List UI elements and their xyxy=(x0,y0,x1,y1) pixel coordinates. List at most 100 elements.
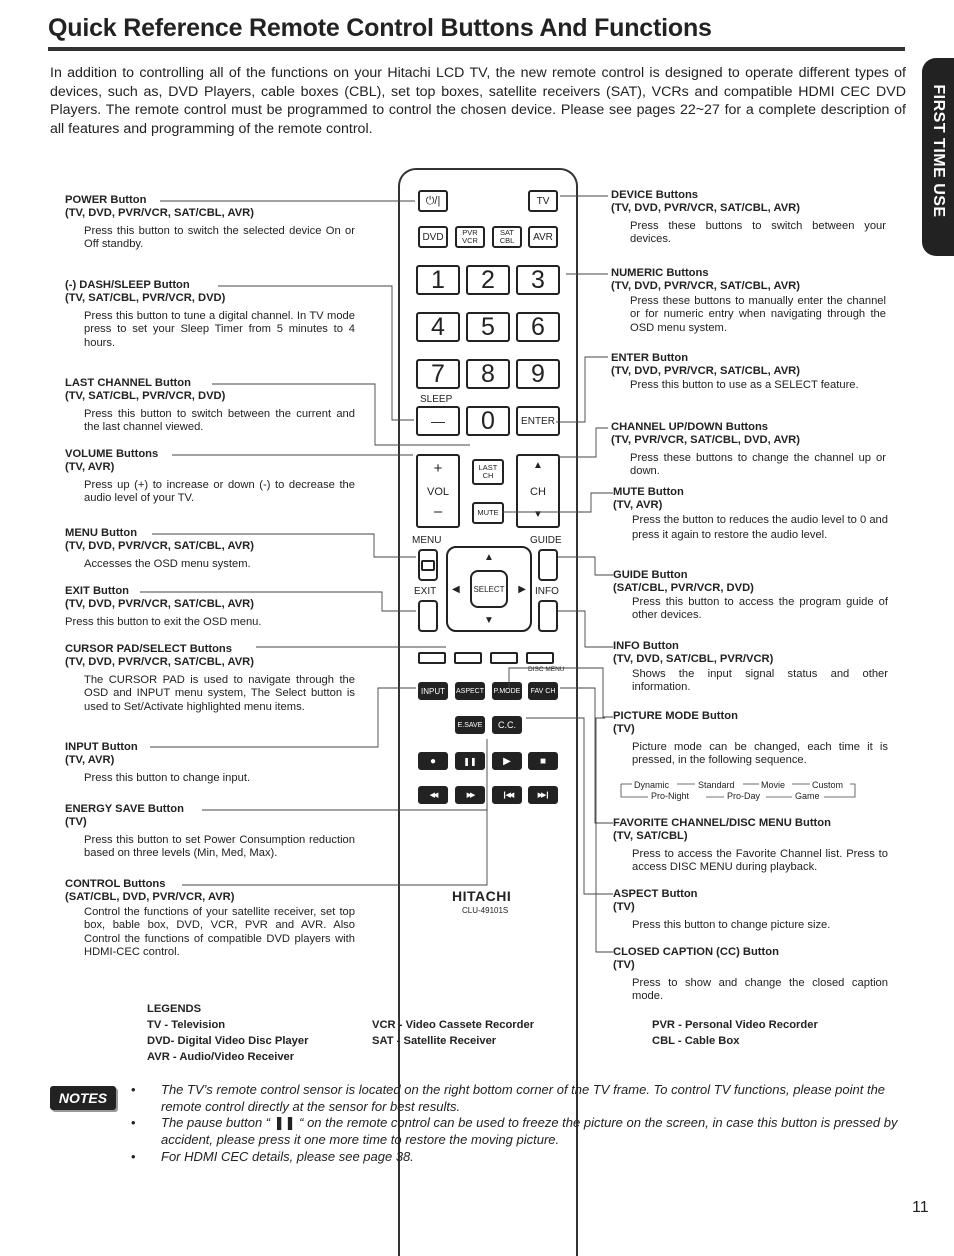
rewind-button[interactable]: ◀◀ xyxy=(418,786,448,804)
last-ch-button[interactable]: LAST CH xyxy=(472,459,504,485)
exit-button[interactable] xyxy=(418,600,438,632)
callout-aspect: ASPECT Button (TV) Press this button to … xyxy=(613,888,831,931)
callout-power: POWER Button (TV, DVD, PVR/VCR, SAT/CBL,… xyxy=(65,194,355,251)
num-6-button[interactable]: 6 xyxy=(516,312,560,342)
bullet-icon: • xyxy=(131,1149,136,1164)
callout-energy-save: ENERGY SAVE Button (TV) Press this butto… xyxy=(65,803,355,860)
channel-down-icon: ▼ xyxy=(533,509,543,520)
callout-info: INFO Button (TV, DVD, SAT/CBL, PVR/VCR) … xyxy=(613,640,888,694)
skip-back-button[interactable]: ❙◀◀ xyxy=(492,786,522,804)
section-tab-label: FIRST TIME USE xyxy=(930,84,947,218)
num-2-button[interactable]: 2 xyxy=(466,265,510,295)
color-button-2[interactable] xyxy=(454,652,482,664)
num-8-button[interactable]: 8 xyxy=(466,359,510,389)
skip-forward-button[interactable]: ▶▶❙ xyxy=(528,786,558,804)
note-item: • The pause button “ ❚❚ “ on the remote … xyxy=(131,1115,898,1147)
disc-menu-label: DISC MENU xyxy=(528,666,565,673)
volume-label: VOL xyxy=(426,486,449,498)
mute-button[interactable]: MUTE xyxy=(472,502,504,524)
channel-rocker[interactable]: ▲ CH ▼ xyxy=(516,454,560,528)
legend-sat: SAT - Satellite Receiver xyxy=(372,1035,497,1047)
num-7-button[interactable]: 7 xyxy=(416,359,460,389)
color-button-1[interactable] xyxy=(418,652,446,664)
dash-sleep-button[interactable]: — xyxy=(416,406,460,436)
info-label: INFO xyxy=(535,586,559,597)
callout-device: DEVICE Buttons (TV, DVD, PVR/VCR, SAT/CB… xyxy=(611,189,886,246)
num-3-button[interactable]: 3 xyxy=(516,265,560,295)
cursor-down-button[interactable]: ▼ xyxy=(484,615,494,626)
fav-ch-button[interactable]: FAV CH xyxy=(528,682,558,700)
record-button[interactable]: ● xyxy=(418,752,448,770)
bullet-icon: • xyxy=(131,1082,136,1097)
pvr-vcr-button[interactable]: PVR VCR xyxy=(455,226,485,248)
info-button[interactable] xyxy=(538,600,558,632)
model-number: CLU-49101S xyxy=(462,906,509,915)
tv-button[interactable]: TV xyxy=(528,190,558,212)
notes-badge: NOTES xyxy=(50,1086,116,1110)
aspect-button[interactable]: ASPECT xyxy=(455,682,485,700)
callout-picture-mode: PICTURE MODE Button (TV) Picture mode ca… xyxy=(613,710,888,767)
guide-label: GUIDE xyxy=(530,535,562,546)
sleep-label: SLEEP xyxy=(420,394,453,405)
callout-closed-caption: CLOSED CAPTION (CC) Button (TV) Press to… xyxy=(613,946,888,1003)
dvd-button[interactable]: DVD xyxy=(418,226,448,248)
page-number: 11 xyxy=(912,1199,929,1216)
callout-dash-sleep: (-) DASH/SLEEP Button (TV, SAT/CBL, PVR/… xyxy=(65,279,355,349)
stop-button[interactable]: ■ xyxy=(528,752,558,770)
page-title: Quick Reference Remote Control Buttons A… xyxy=(48,14,712,42)
fast-forward-button[interactable]: ▶▶ xyxy=(455,786,485,804)
num-4-button[interactable]: 4 xyxy=(416,312,460,342)
enter-button[interactable]: ENTER xyxy=(516,406,560,436)
cursor-left-button[interactable]: ◀ xyxy=(452,583,460,595)
cursor-right-button[interactable]: ▶ xyxy=(518,583,526,595)
cursor-up-button[interactable]: ▲ xyxy=(484,552,494,563)
pause-button[interactable]: ❚❚ xyxy=(455,752,485,770)
picture-mode-button[interactable]: P.MODE xyxy=(492,682,522,700)
callout-enter: ENTER Button (TV, DVD, PVR/VCR, SAT/CBL,… xyxy=(611,352,859,391)
select-button[interactable]: SELECT xyxy=(470,570,508,608)
intro-paragraph: In addition to controlling all of the fu… xyxy=(50,65,906,137)
callout-exit: EXIT Button (TV, DVD, PVR/VCR, SAT/CBL, … xyxy=(65,585,262,628)
color-button-3[interactable] xyxy=(490,652,518,664)
power-button[interactable]: ⏻/| xyxy=(418,190,448,212)
callout-cursor-pad: CURSOR PAD/SELECT Buttons (TV, DVD, PVR/… xyxy=(65,643,355,713)
legend-dvd: DVD- Digital Video Disc Player xyxy=(147,1035,309,1047)
callout-mute: MUTE Button (TV, AVR) Press the button t… xyxy=(613,486,888,541)
exit-label: EXIT xyxy=(414,586,437,597)
num-9-button[interactable]: 9 xyxy=(516,359,560,389)
guide-button[interactable] xyxy=(538,549,558,581)
seq-movie: Movie xyxy=(761,780,786,790)
sat-cbl-button[interactable]: SAT CBL xyxy=(492,226,522,248)
callout-control: CONTROL Buttons (SAT/CBL, DVD, PVR/VCR, … xyxy=(65,878,355,959)
callout-last-channel: LAST CHANNEL Button (TV, SAT/CBL, PVR/VC… xyxy=(65,377,355,434)
channel-up-icon: ▲ xyxy=(533,460,543,471)
volume-rocker[interactable]: + VOL – xyxy=(416,454,460,528)
seq-standard: Standard xyxy=(698,780,735,790)
color-button-4[interactable] xyxy=(526,652,554,664)
title-rule xyxy=(48,47,905,51)
power-icon: ⏻/| xyxy=(425,194,441,207)
legend-tv: TV - Television xyxy=(147,1019,226,1031)
input-button[interactable]: INPUT xyxy=(418,682,448,700)
legend-vcr: VCR - Video Cassete Recorder xyxy=(372,1019,535,1031)
callout-numeric: NUMERIC Buttons (TV, DVD, PVR/VCR, SAT/C… xyxy=(611,267,886,334)
avr-button[interactable]: AVR xyxy=(528,226,558,248)
note-item: • The TV’s remote control sensor is loca… xyxy=(131,1082,886,1114)
menu-button[interactable] xyxy=(418,549,438,581)
seq-pro-night: Pro-Night xyxy=(651,791,690,801)
cc-button[interactable]: C.C. xyxy=(492,716,522,734)
menu-label: MENU xyxy=(412,535,442,546)
legends-heading: LEGENDS xyxy=(147,1003,202,1015)
remote-control: ⏻/| TV DVD PVR VCR SAT CBL AVR 1 2 3 4 5… xyxy=(398,168,578,1256)
num-5-button[interactable]: 5 xyxy=(466,312,510,342)
callout-menu: MENU Button (TV, DVD, PVR/VCR, SAT/CBL, … xyxy=(65,527,254,570)
legend-cbl: CBL - Cable Box xyxy=(652,1035,740,1047)
callout-volume: VOLUME Buttons (TV, AVR) Press up (+) to… xyxy=(65,448,355,505)
volume-up-icon: + xyxy=(433,460,443,477)
energy-save-button[interactable]: E.SAVE xyxy=(455,716,485,734)
num-0-button[interactable]: 0 xyxy=(466,406,510,436)
legend-avr: AVR - Audio/Video Receiver xyxy=(147,1051,295,1063)
bullet-icon: • xyxy=(131,1115,136,1130)
play-button[interactable]: ▶ xyxy=(492,752,522,770)
num-1-button[interactable]: 1 xyxy=(416,265,460,295)
